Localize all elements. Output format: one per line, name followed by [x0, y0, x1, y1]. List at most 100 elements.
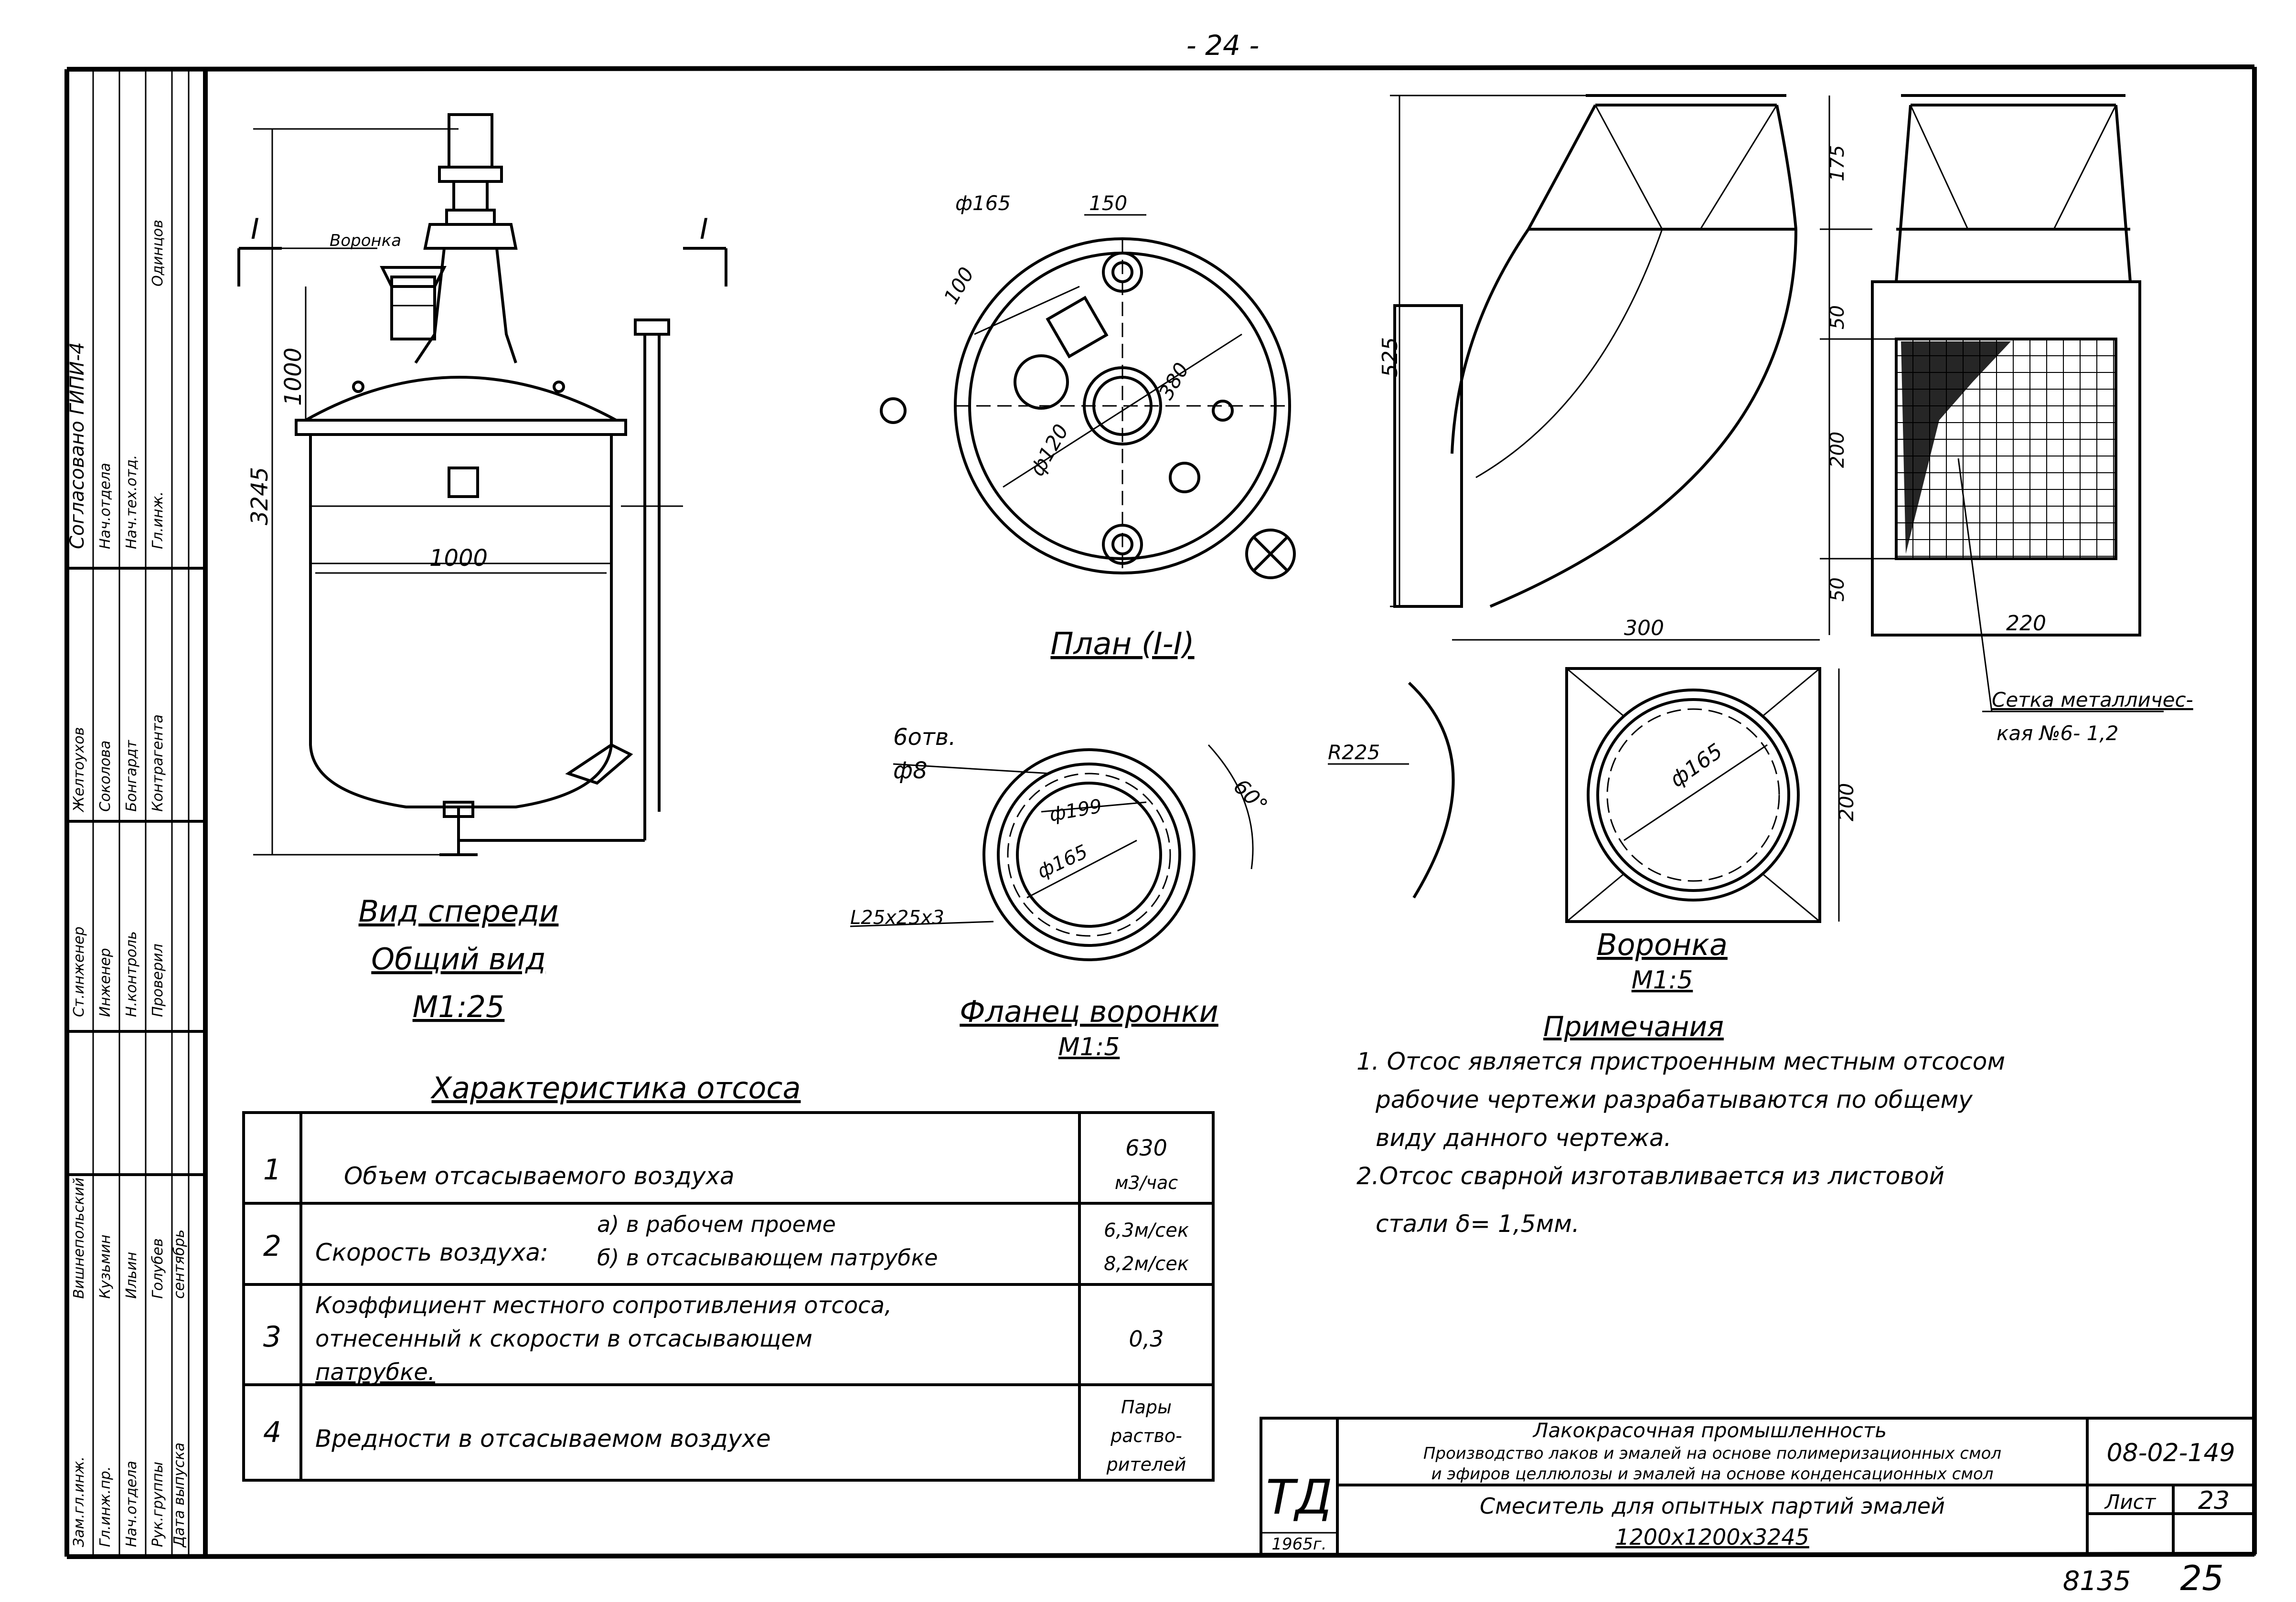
plan-dim-150: 150: [1089, 191, 1127, 215]
front-funnel-label: Воронка: [330, 231, 401, 250]
section-mark-left: I: [251, 212, 259, 246]
plan-view-drawing: [880, 214, 1296, 579]
stamp-c1r3: Голубев: [150, 1238, 166, 1299]
stamp-c4r3: Одинцов: [150, 220, 166, 286]
funnel-dim-175: 175: [1826, 145, 1848, 181]
char-row-1-val-1: 8,2м/сек: [1104, 1253, 1189, 1275]
notes-title: Примечания: [1543, 1010, 1724, 1043]
stamp-c3r3: Контрагента: [150, 714, 166, 812]
stamp-c3r1: Соколова: [97, 741, 114, 812]
side-stamp: Согласовано ГИПИ-4 Зам.гл.инж. Гл.инж.пр…: [66, 69, 205, 1557]
funnel-dim-200b: 200: [1835, 783, 1858, 821]
flange-view-drawing: [850, 744, 1254, 961]
flange-hole-d: ф8: [893, 757, 928, 784]
title-block: [1260, 1417, 2256, 1556]
stamp-c3r0: Желтоухов: [71, 727, 87, 813]
stamp-c4r2: Гл.инж.: [150, 491, 166, 549]
funnel-dim-r225: R225: [1328, 741, 1380, 764]
title-product-1: Смеситель для опытных партий эмалей: [1480, 1493, 1945, 1519]
front-view-title: Вид спереди: [359, 894, 559, 929]
title-code: 08-02-149: [2106, 1439, 2235, 1467]
funnel-dim-200: 200: [1826, 432, 1848, 468]
notes-line-4: стали δ= 1,5мм.: [1376, 1210, 1580, 1238]
characteristics-title: Характеристика отсоса: [430, 1071, 801, 1105]
notes-line-1: рабочие чертежи разрабатываются по общем…: [1375, 1086, 1973, 1114]
stamp-c1r2: Ильин: [123, 1252, 140, 1299]
flange-view-title: Фланец воронки: [960, 994, 1218, 1029]
char-row-1-text-2: б) в отсасывающем патрубке: [597, 1245, 938, 1271]
flange-view-scale: М1:5: [1058, 1033, 1120, 1061]
char-row-0-val-0: 630: [1125, 1135, 1167, 1161]
stamp-c3r2: Бонгардт: [123, 740, 140, 812]
char-row-3-val-1: раство-: [1110, 1425, 1182, 1446]
title-line3: и эфиров целлюлозы и эмалей на основе ко…: [1431, 1464, 1993, 1484]
front-dim-1000-h: 1000: [429, 545, 488, 572]
char-row-3-val-2: рителей: [1106, 1454, 1186, 1475]
title-sheet-num: 23: [2198, 1486, 2230, 1515]
mesh-note-1: Сетка металличес-: [1992, 688, 2193, 711]
mesh-note-2: кая №6- 1,2: [1997, 721, 2118, 745]
plan-dim-d165: ф165: [955, 191, 1011, 215]
stamp-c1r4: сентябрь: [171, 1230, 188, 1299]
plan-view-title: План (I-I): [1050, 626, 1194, 662]
notes-line-0: 1. Отсос является пристроенным местным о…: [1356, 1048, 2005, 1075]
char-row-1-num: 2: [263, 1230, 281, 1263]
front-view-scale: М1:25: [413, 989, 505, 1024]
title-industry: Лакокрасочная промышленность: [1532, 1419, 1887, 1442]
flange-d165: ф165: [1034, 841, 1091, 883]
char-row-2-text-2: патрубке.: [315, 1359, 435, 1386]
funnel-view-title: Воронка: [1597, 927, 1728, 962]
char-row-1-text-1: а) в рабочем проеме: [597, 1211, 836, 1237]
sheet-page-number: 25: [2180, 1558, 2224, 1598]
char-row-3-text: Вредности в отсасываемом воздухе: [315, 1425, 771, 1453]
char-row-0-val-1: м3/час: [1115, 1172, 1178, 1193]
stamp-c0r1: Гл.инж.пр.: [97, 1466, 114, 1547]
stamp-c2r1: Инженер: [97, 948, 114, 1017]
funnel-view-scale: М1:5: [1632, 966, 1693, 995]
notes-line-2: виду данного чертежа.: [1376, 1124, 1671, 1152]
stamp-c0r0: Зам.гл.инж.: [71, 1456, 87, 1547]
title-product-2: 1200х1200х3245: [1615, 1524, 1809, 1550]
funnel-dim-220: 220: [2006, 611, 2046, 636]
front-dim-1000-v: 1000: [280, 348, 307, 406]
char-row-3-num: 4: [263, 1416, 281, 1449]
flange-d199: ф199: [1048, 795, 1104, 826]
funnel-top-view: [1328, 639, 1840, 923]
flange-holes: 6отв.: [893, 724, 956, 751]
stamp-c2r0: Ст.инженер: [71, 926, 87, 1017]
char-row-1-text-0: Скорость воздуха:: [315, 1239, 548, 1266]
plan-dim-d120: ф120: [1025, 420, 1073, 480]
plan-dim-100: 100: [939, 263, 979, 308]
flange-angle-profile: L25x25x3: [850, 907, 944, 929]
char-row-2-val-0: 0,3: [1129, 1326, 1164, 1352]
funnel-dim-50b: 50: [1826, 577, 1848, 602]
stamp-c0r3: Рук.группы: [150, 1462, 166, 1547]
funnel-dim-525: 525: [1378, 337, 1402, 377]
funnel-dim-d165: ф165: [1666, 739, 1727, 792]
char-row-2-text-0: Коэффициент местного сопротивления отсос…: [315, 1292, 892, 1319]
stamp-c2r3: Проверил: [150, 944, 166, 1017]
char-row-2-text-1: отнесенный к скорости в отсасывающем: [315, 1326, 812, 1352]
char-row-3-val-0: Пары: [1121, 1397, 1172, 1418]
notes-line-3: 2.Отсос сварной изготавливается из листо…: [1356, 1162, 1944, 1190]
stamp-c1r1: Кузьмин: [97, 1235, 114, 1299]
characteristics-table: [242, 1111, 1215, 1482]
funnel-dim-300: 300: [1624, 616, 1664, 640]
char-row-0-num: 1: [263, 1153, 281, 1187]
sheet-doc-number: 8135: [2063, 1566, 2131, 1597]
stamp-c2r2: Н.контроль: [123, 931, 140, 1017]
front-view-subtitle: Общий вид: [371, 942, 545, 976]
front-dim-3245: 3245: [246, 467, 273, 525]
title-year: 1965г.: [1271, 1535, 1326, 1554]
char-row-1-val-0: 6,3м/сек: [1104, 1220, 1189, 1241]
funnel-dim-50a: 50: [1826, 305, 1848, 329]
stamp-c4r0: Нач.отдела: [97, 463, 114, 549]
char-row-2-num: 3: [263, 1320, 281, 1354]
title-sheet-label: Лист: [2104, 1490, 2157, 1514]
funnel-front-view: [1820, 94, 2164, 712]
funnel-side-view: [1390, 94, 1797, 608]
stamp-c0r4: Дата выпуска: [171, 1443, 188, 1548]
char-row-0-text: Объем отсасываемого воздуха: [344, 1162, 735, 1190]
stamp-c1r0: Вишнепольский: [71, 1178, 87, 1299]
